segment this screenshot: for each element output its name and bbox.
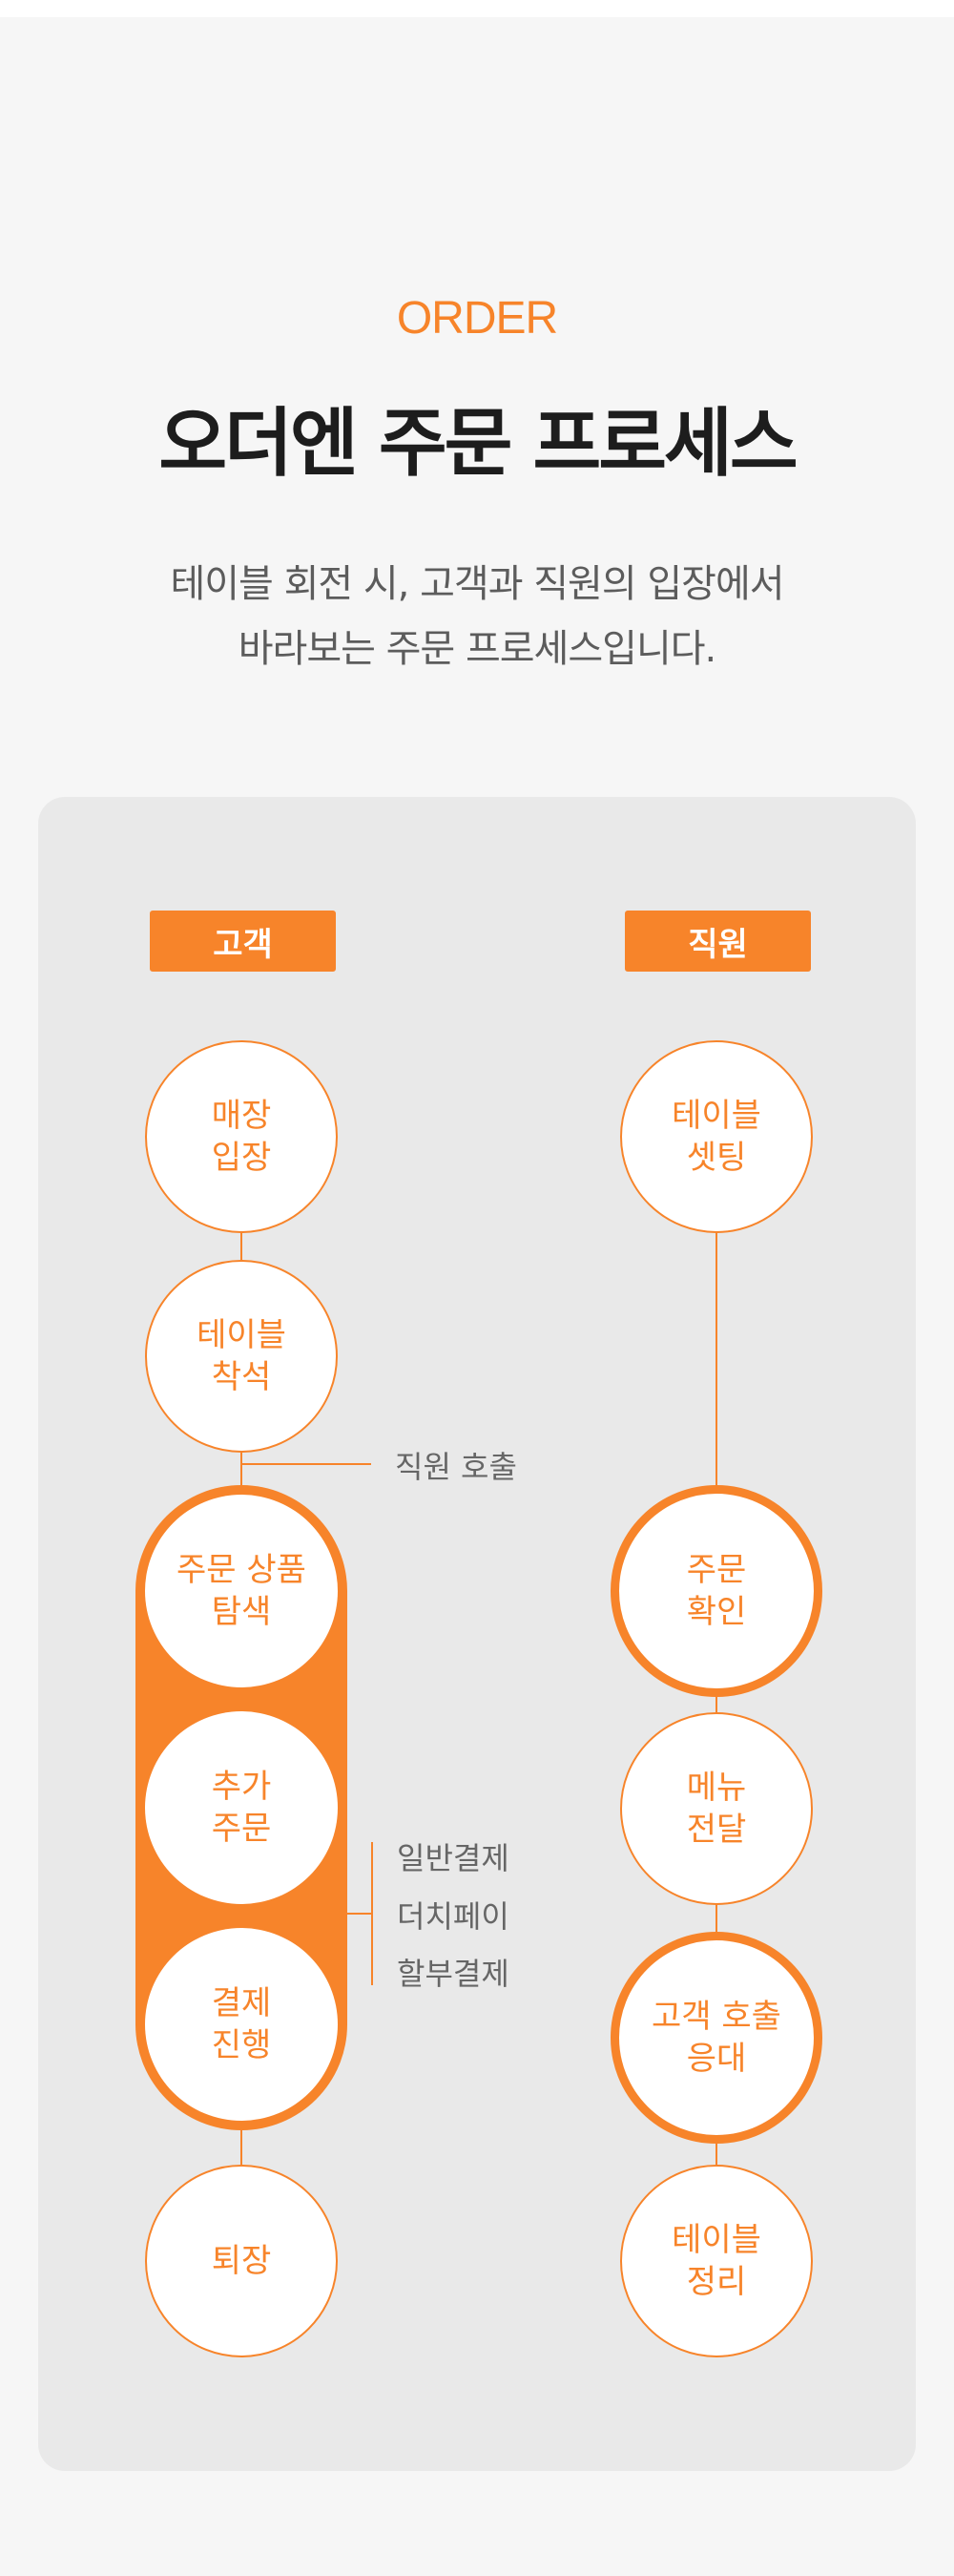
connector-line — [716, 1905, 717, 1932]
customer-column-badge: 고객 — [150, 911, 336, 972]
staff-step: 테이블 정리 — [620, 2165, 813, 2357]
connector-line — [716, 1697, 717, 1712]
step-label: 테이블 — [197, 1316, 286, 1354]
payment-option: 할부결제 — [397, 1956, 509, 1992]
payment-bracket-connector — [347, 1913, 373, 1915]
step-label: 진행 — [211, 2026, 272, 2064]
step-label: 주문 상품 — [176, 1551, 306, 1589]
customer-step: 추가 주문 — [145, 1711, 338, 1904]
payment-option: 더치페이 — [397, 1898, 509, 1935]
section-eyebrow: ORDER — [396, 293, 558, 344]
step-label: 메뉴 — [686, 1769, 747, 1807]
connector-line — [240, 1233, 242, 1260]
step-label: 테이블 — [672, 2221, 761, 2259]
customer-step: 매장 입장 — [145, 1040, 338, 1233]
staff-step: 주문 확인 — [611, 1485, 822, 1697]
step-label: 입장 — [211, 1139, 272, 1177]
payment-bracket — [371, 1842, 373, 1985]
staff-step: 고객 호출 응대 — [611, 1932, 822, 2144]
staff-call-note: 직원 호출 — [395, 1449, 517, 1485]
step-label: 고객 호출 — [652, 1998, 781, 2036]
step-label: 매장 — [211, 1097, 272, 1135]
step-label: 착석 — [211, 1358, 272, 1396]
step-label: 전달 — [686, 1811, 747, 1849]
staff-step: 테이블 셋팅 — [620, 1040, 813, 1233]
connector-line — [240, 2130, 242, 2165]
customer-step: 퇴장 — [145, 2165, 338, 2357]
step-label: 퇴장 — [211, 2242, 272, 2280]
staff-column-badge: 직원 — [625, 911, 811, 972]
step-label: 셋팅 — [686, 1139, 747, 1177]
step-label: 정리 — [686, 2263, 747, 2301]
page-title: 오더엔 주문 프로세스 — [158, 401, 798, 487]
payment-option: 일반결제 — [397, 1840, 509, 1876]
staff-call-connector — [241, 1463, 371, 1465]
step-label: 탐색 — [211, 1593, 272, 1631]
connector-line — [716, 2144, 717, 2165]
step-label: 확인 — [686, 1593, 747, 1631]
description-line: 테이블 회전 시, 고객과 직원의 입장에서 — [170, 562, 784, 606]
step-label: 추가 — [211, 1768, 272, 1806]
step-label: 결제 — [211, 1984, 272, 2022]
description-line: 바라보는 주문 프로세스입니다. — [238, 627, 717, 671]
staff-step: 메뉴 전달 — [620, 1712, 813, 1905]
top-strip — [0, 0, 954, 17]
step-label: 응대 — [686, 2040, 747, 2078]
step-label: 주문 — [211, 1810, 272, 1848]
step-label: 테이블 — [672, 1097, 761, 1135]
customer-step: 테이블 착석 — [145, 1260, 338, 1453]
step-label: 주문 — [686, 1551, 747, 1589]
customer-step: 결제 진행 — [145, 1928, 338, 2121]
connector-line — [716, 1233, 717, 1485]
customer-step: 주문 상품 탐색 — [145, 1495, 338, 1687]
page-description: 테이블 회전 시, 고객과 직원의 입장에서 바라보는 주문 프로세스입니다. — [0, 552, 954, 681]
connector-line — [240, 1453, 242, 1485]
